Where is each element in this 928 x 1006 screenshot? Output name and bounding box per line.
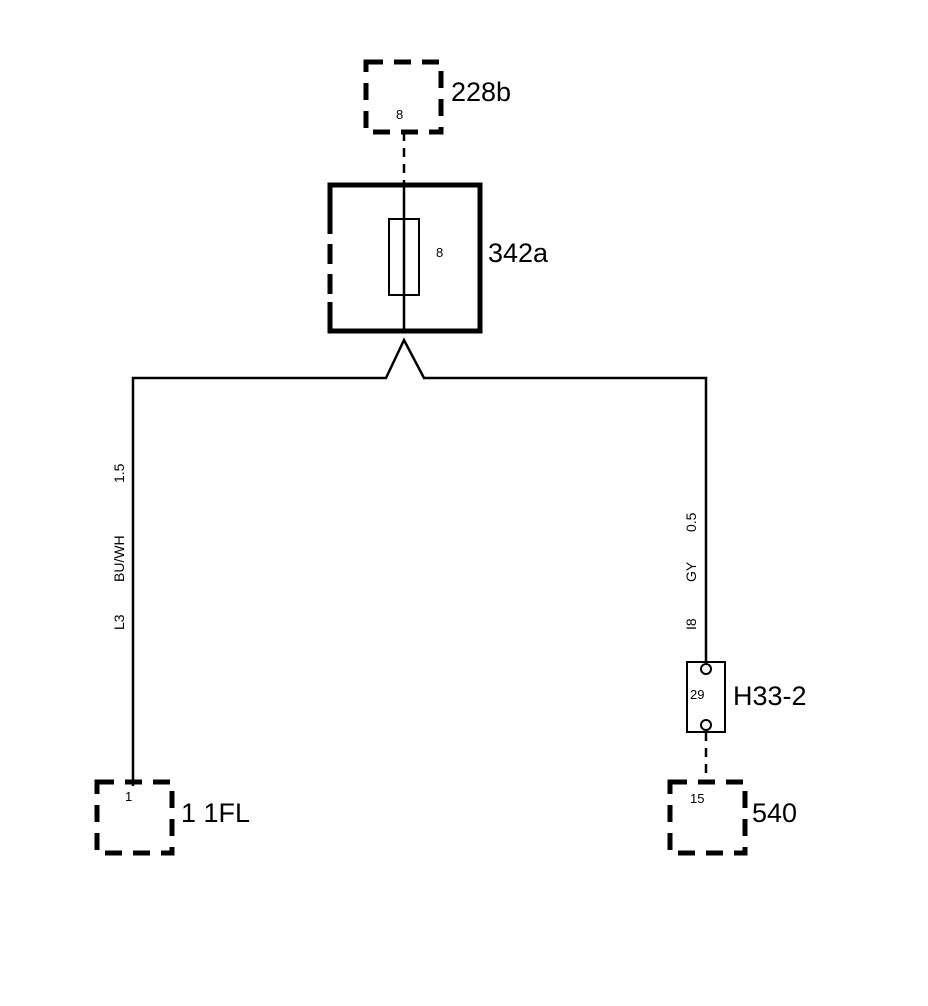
connector-228b-pin: 8 (396, 107, 403, 122)
fuse-block-342a: 8 342a (327, 182, 549, 334)
connector-228b-label: 228b (451, 77, 511, 107)
connector-228b: 8 228b (363, 59, 511, 135)
connector-1-1fl-pin: 1 (125, 789, 132, 804)
inline-connector-h33-2: 29 H33-2 (686, 661, 807, 733)
fuse-block-label: 342a (488, 238, 549, 268)
left-wire-color: BU/WH (111, 535, 127, 582)
connector-540: 15 540 (667, 779, 797, 856)
splice-wire (131, 337, 708, 786)
right-wire-labels: 0.5 GY I8 (683, 512, 699, 630)
connector-540-label: 540 (752, 798, 797, 828)
h33-label: H33-2 (733, 681, 807, 711)
left-wire-labels: 1.5 BU/WH L3 (111, 463, 127, 630)
terminal-circle-top (700, 663, 712, 675)
h33-pin: 29 (690, 687, 704, 702)
connector-1-1fl-label: 1 1FL (181, 798, 250, 828)
connector-540-pin: 15 (690, 791, 704, 806)
fuse-pin: 8 (436, 245, 443, 260)
left-wire-size: 1.5 (111, 463, 127, 483)
right-wire-size: 0.5 (683, 512, 699, 532)
left-wire-circuit: L3 (111, 614, 127, 630)
terminal-circle-bottom (700, 719, 712, 731)
connector-1-1fl: 1 1 1FL (94, 779, 250, 856)
right-wire-color: GY (683, 561, 699, 582)
right-wire-circuit: I8 (683, 618, 699, 630)
